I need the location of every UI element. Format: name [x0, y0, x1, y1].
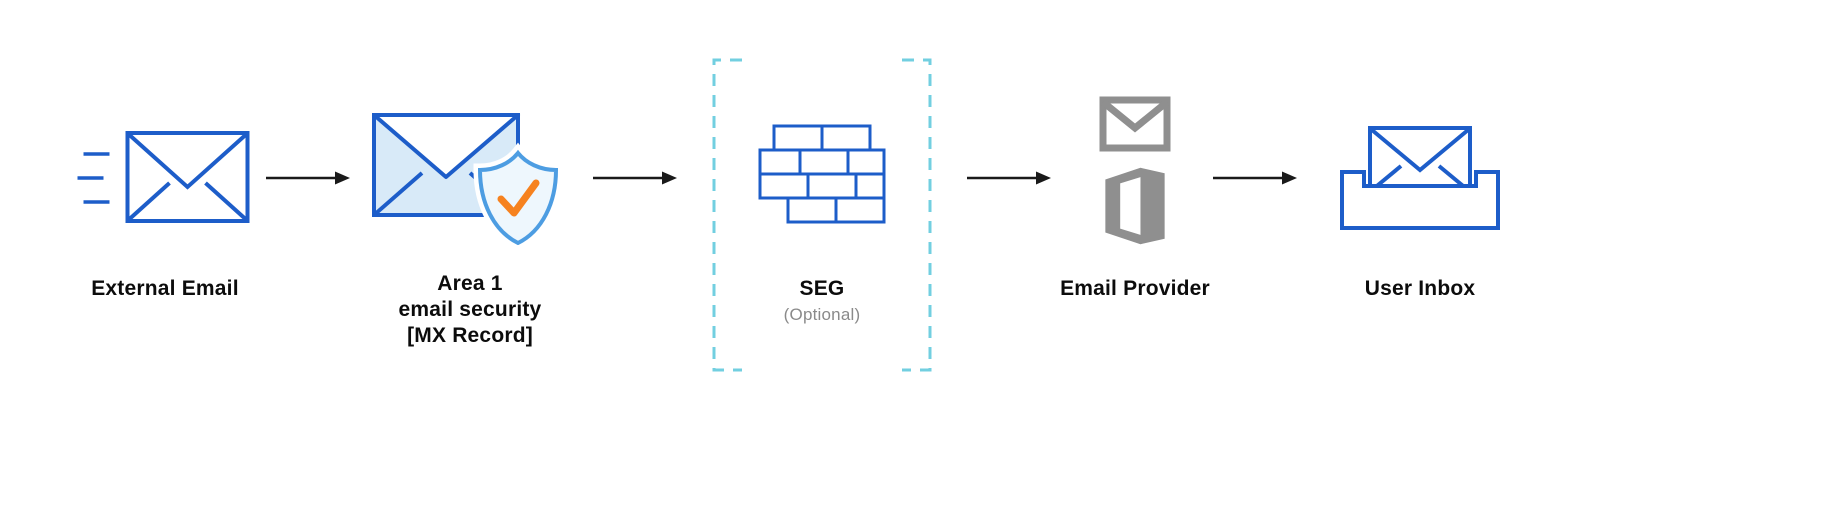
user-inbox-label: User Inbox: [1364, 277, 1476, 300]
seg-label: SEG (Optional): [712, 277, 932, 325]
area1-label-line1: Area 1: [437, 272, 503, 295]
external-email-label: External Email: [91, 277, 239, 300]
inbox-tray-envelope-icon: [1340, 126, 1500, 230]
gmail-icon: [1099, 96, 1171, 152]
flow-arrow-icon: [266, 171, 350, 185]
node-user-inbox: User Inbox: [1330, 0, 1510, 509]
incoming-email-icon: [77, 131, 250, 223]
seg-optional-label: (Optional): [783, 305, 861, 324]
flow-arrow-icon: [967, 171, 1051, 185]
node-external-email: External Email: [45, 0, 285, 509]
flow-arrow-icon: [593, 171, 677, 185]
flow-arrow-icon: [1213, 171, 1297, 185]
area1-label: Area 1 email security [MX Record]: [360, 271, 580, 349]
speed-lines-icon: [77, 152, 110, 204]
node-seg: SEG (Optional): [712, 0, 932, 509]
email-shield-check-icon: [372, 113, 563, 245]
firewall-brick-wall-icon: [758, 124, 886, 224]
node-email-provider: Email Provider: [1035, 0, 1235, 509]
seg-label-text: SEG: [799, 277, 845, 300]
area1-label-line3: [MX Record]: [407, 324, 533, 347]
email-provider-label: Email Provider: [1060, 277, 1210, 300]
area1-label-line2: email security: [398, 298, 542, 321]
microsoft-office-icon: [1105, 167, 1165, 245]
shield-check-icon: [473, 142, 563, 245]
node-area1-email-security: Area 1 email security [MX Record]: [360, 0, 580, 509]
